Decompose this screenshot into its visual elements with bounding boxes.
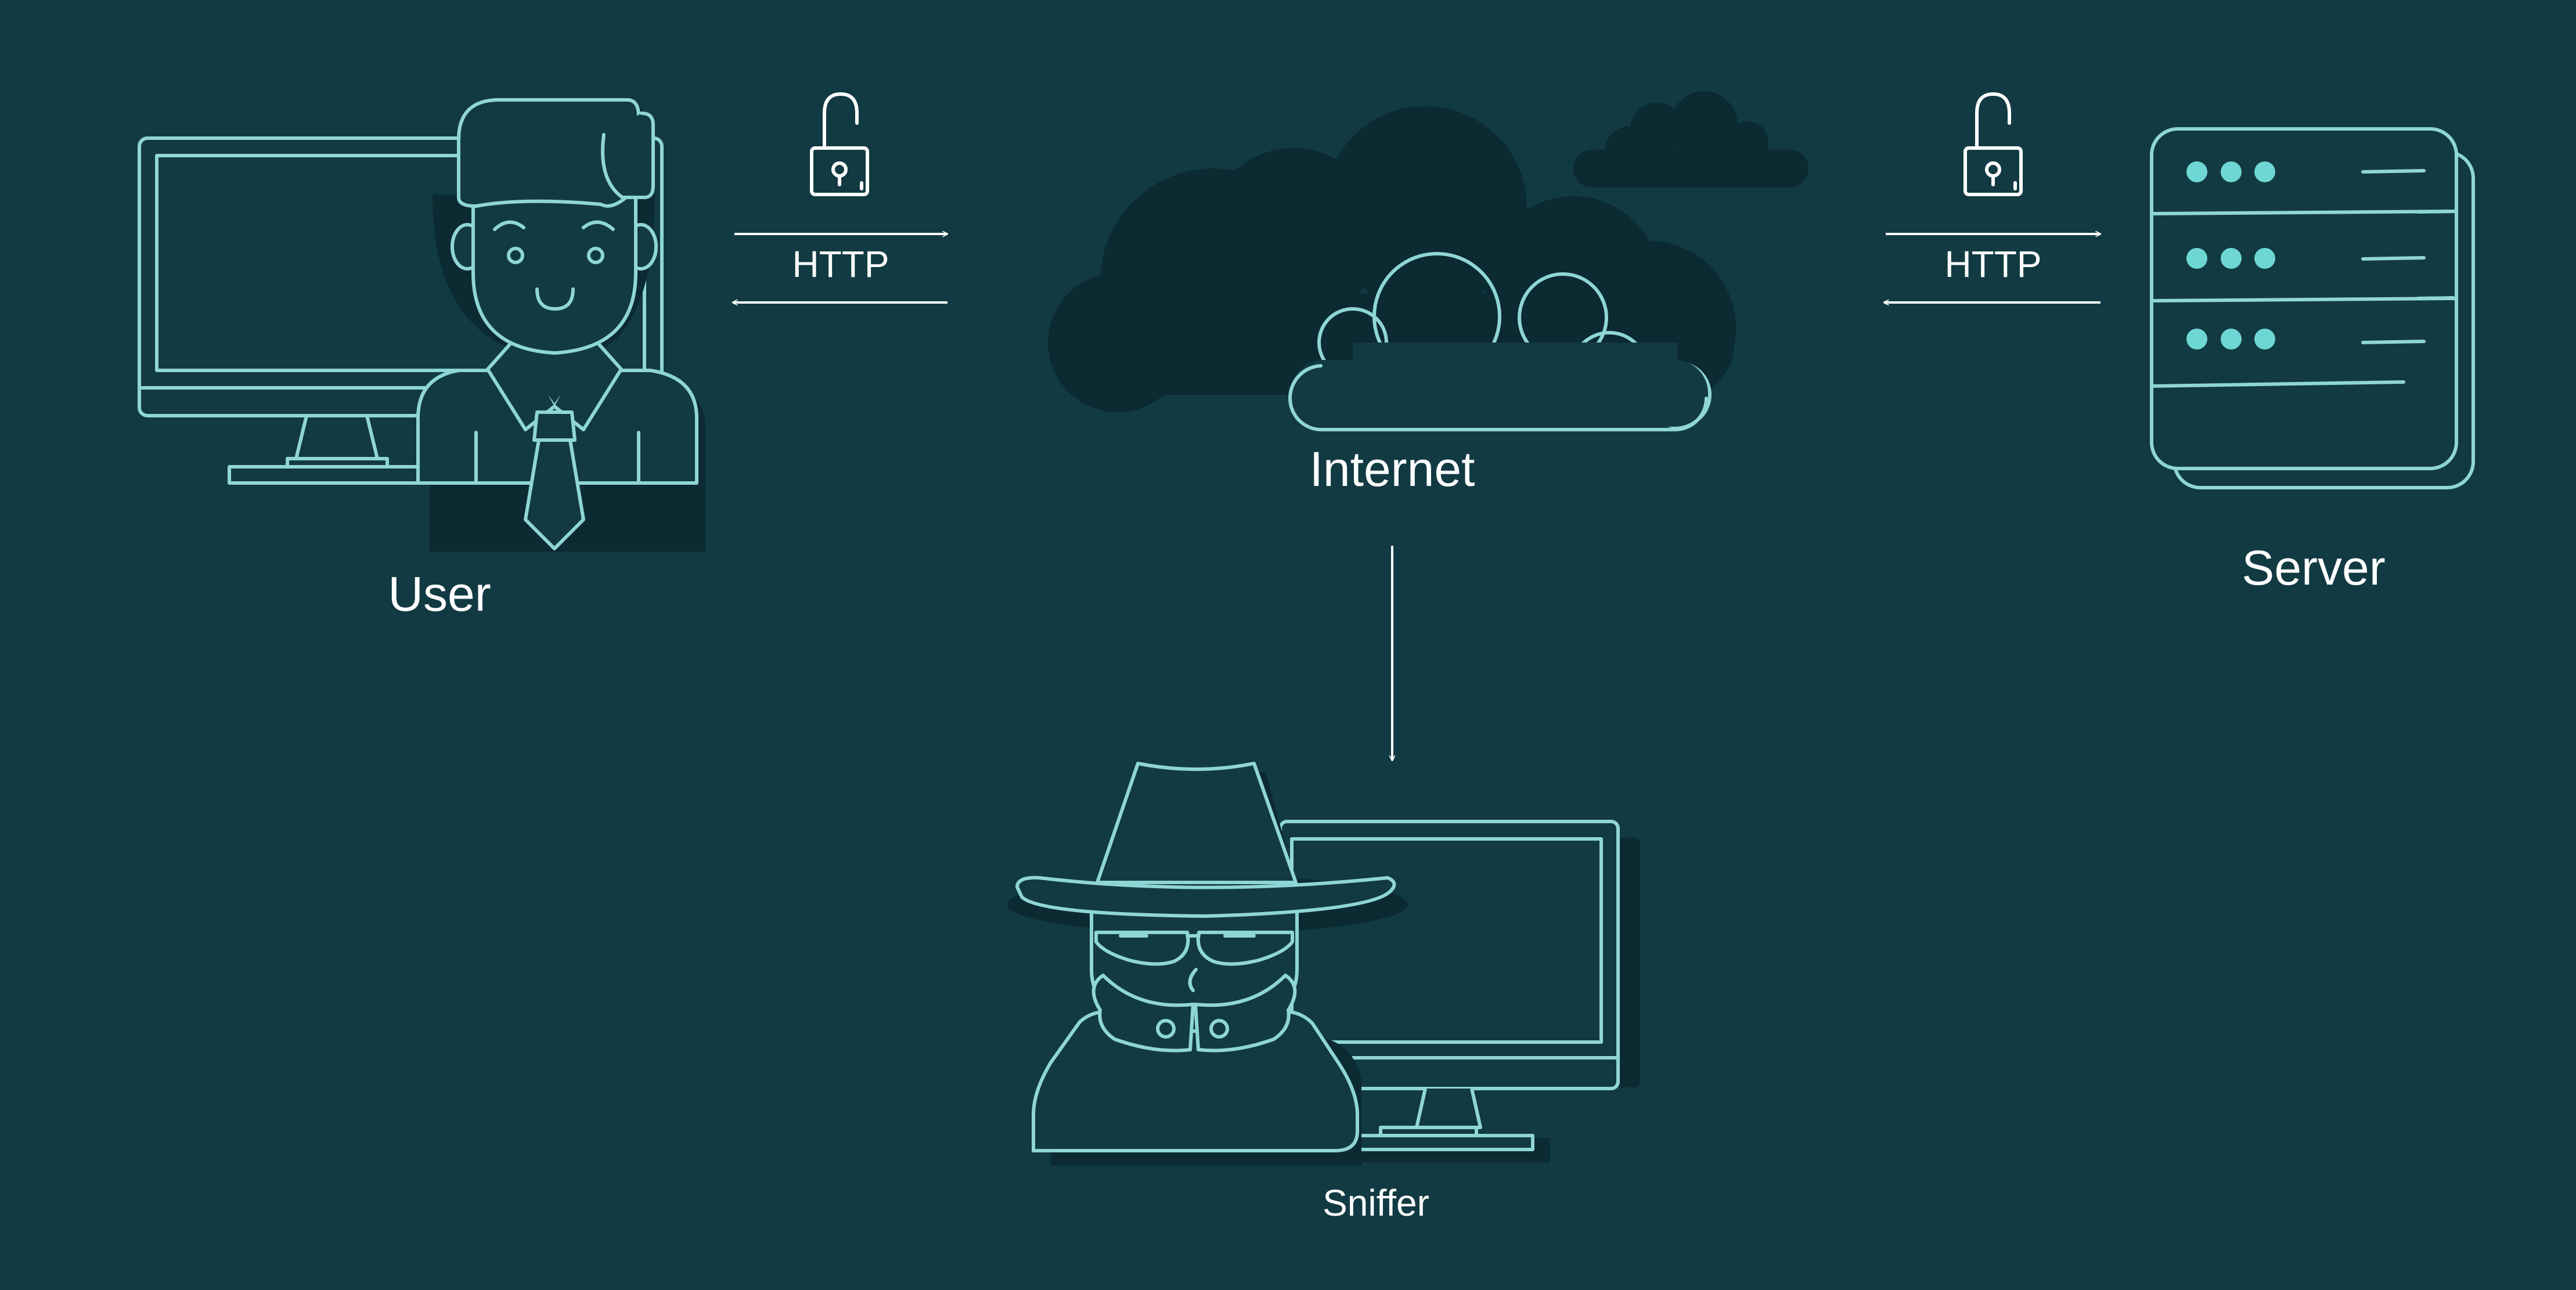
server-rack-icon — [2150, 127, 2475, 489]
connection-internet-server — [1884, 92, 2101, 302]
sniffer-monitor-icon — [1062, 820, 1640, 1162]
server-label: Server — [2242, 540, 2386, 595]
sniffer-node — [1007, 762, 1640, 1166]
http-label-internet-server: HTTP — [1944, 243, 2042, 285]
internet-label: Internet — [1309, 442, 1475, 496]
cloud-icon — [1288, 252, 1712, 432]
person-icon — [416, 98, 705, 552]
internet-node — [1048, 91, 1808, 432]
spy-icon — [1007, 762, 1408, 1166]
server-node — [2150, 127, 2475, 489]
cloud-shadow-small — [1573, 91, 1808, 188]
unlocked-padlock-icon — [810, 92, 869, 196]
connection-user-internet — [733, 92, 947, 302]
user-label: User — [388, 567, 491, 621]
user-monitor-icon — [138, 136, 696, 485]
http-label-user-internet: HTTP — [792, 243, 889, 285]
unlocked-padlock-icon — [1963, 92, 2023, 196]
user-node — [138, 98, 705, 552]
sniffer-label: Sniffer — [1323, 1182, 1429, 1224]
cloud-shadow-large — [1048, 106, 1736, 415]
